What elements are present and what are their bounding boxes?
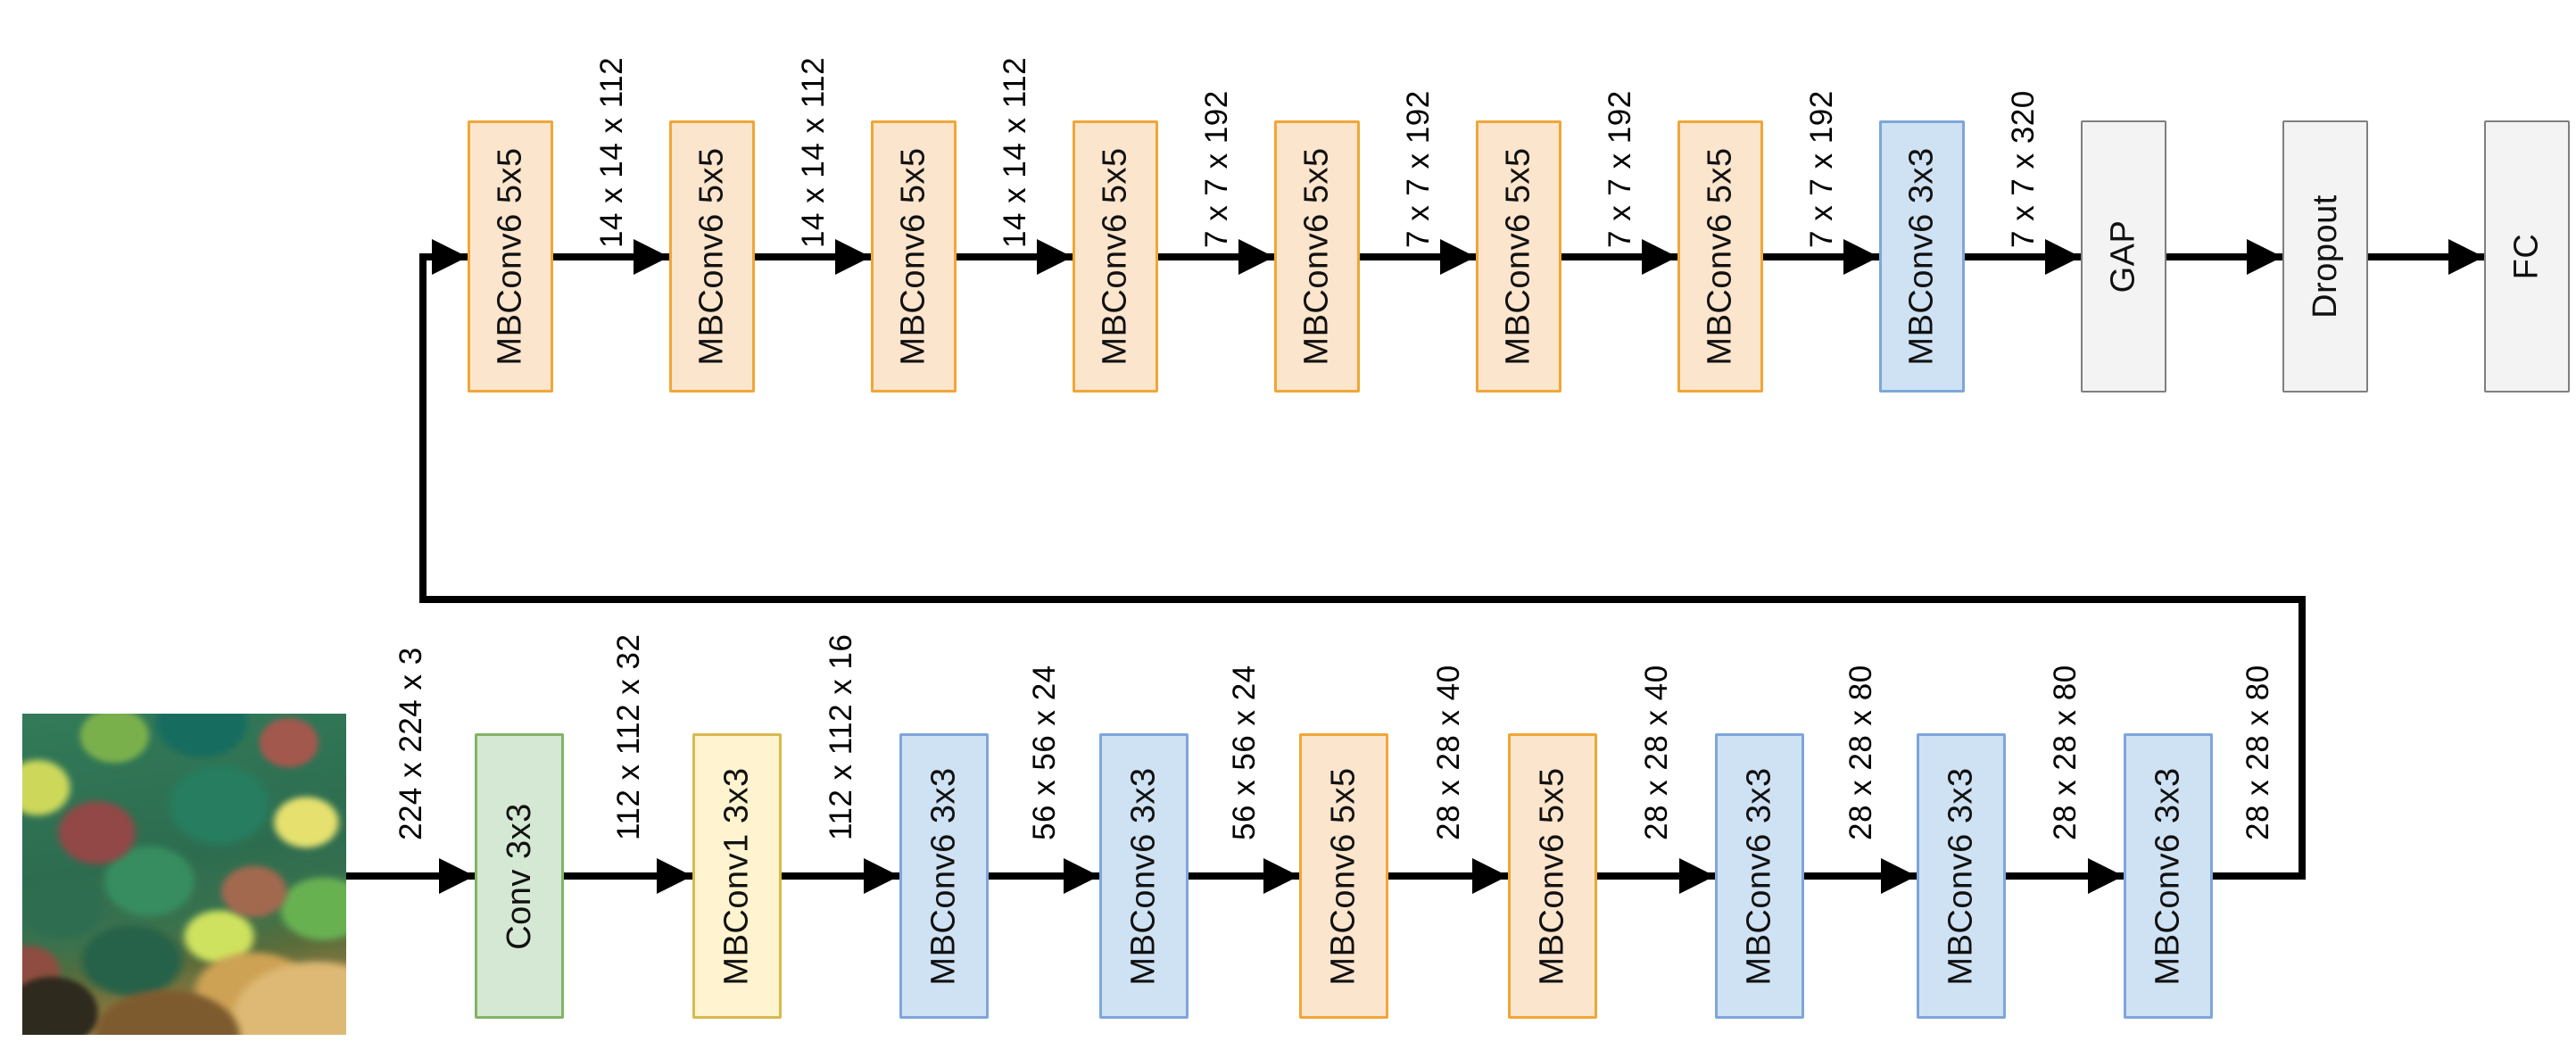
dim-label-112x112x16: 112 x 112 x 16 <box>824 633 858 840</box>
dim-label-28x28x80-a: 28 x 28 x 80 <box>1843 665 1878 840</box>
block-mbconv6-3x3-b2: MBConv6 3x3 <box>1099 733 1189 1019</box>
block-mbconv6-5x5-t4: MBConv6 5x5 <box>1073 120 1158 393</box>
block-gap: GAP <box>2081 120 2166 393</box>
dim-label-28x28x80-b: 28 x 28 x 80 <box>2048 665 2083 840</box>
dim-label-28x28x40-b: 28 x 28 x 40 <box>1639 665 1674 840</box>
dim-label-56x56x24-b: 56 x 56 x 24 <box>1227 665 1262 840</box>
block-label: MBConv6 5x5 <box>692 147 731 366</box>
input-image-texture <box>22 714 346 1035</box>
block-mbconv6-5x5-t6: MBConv6 5x5 <box>1476 120 1561 393</box>
block-label: MBConv6 3x3 <box>2149 766 2187 986</box>
block-label: MBConv6 5x5 <box>1096 147 1134 366</box>
block-label: MBConv6 5x5 <box>491 147 529 366</box>
dim-label-112x112x32: 112 x 112 x 32 <box>611 633 646 840</box>
dim-label-56x56x24-a: 56 x 56 x 24 <box>1027 665 1062 840</box>
block-label: MBConv6 5x5 <box>1324 766 1363 986</box>
block-label: MBConv6 5x5 <box>1297 147 1336 366</box>
block-mbconv6-5x5-b2: MBConv6 5x5 <box>1508 733 1597 1019</box>
dim-label-7x7x192-c: 7 x 7 x 192 <box>1603 90 1637 248</box>
block-label: MBConv6 5x5 <box>894 147 932 366</box>
block-label: Dropout <box>2306 194 2344 318</box>
dim-label-7x7x320: 7 x 7 x 320 <box>2006 90 2041 248</box>
block-conv3x3-stem: Conv 3x3 <box>475 733 564 1019</box>
block-mbconv6-5x5-t2: MBConv6 5x5 <box>669 120 755 393</box>
block-label: MBConv6 5x5 <box>1701 147 1739 366</box>
block-mbconv6-5x5-t1: MBConv6 5x5 <box>468 120 553 393</box>
dim-label-7x7x192-b: 7 x 7 x 192 <box>1401 90 1436 248</box>
block-mbconv6-3x3-b4: MBConv6 3x3 <box>1917 733 2006 1019</box>
dim-label-28x28x40-a: 28 x 28 x 40 <box>1431 665 1466 840</box>
block-label: Conv 3x3 <box>500 802 538 950</box>
dim-label-28x28x80-c: 28 x 28 x 80 <box>2241 665 2275 840</box>
block-dropout: Dropout <box>2282 120 2368 393</box>
block-label: MBConv6 3x3 <box>924 766 963 986</box>
block-mbconv6-5x5-b1: MBConv6 5x5 <box>1299 733 1388 1019</box>
block-label: MBConv6 3x3 <box>1902 147 1941 366</box>
block-label: MBConv6 5x5 <box>1499 147 1537 366</box>
block-label: MBConv6 5x5 <box>1533 766 1571 986</box>
input-image <box>22 714 346 1035</box>
dim-label-14x14x112-c: 14 x 14 x 112 <box>998 56 1032 248</box>
block-mbconv6-3x3-b5: MBConv6 3x3 <box>2124 733 2213 1019</box>
dim-label-14x14x112-b: 14 x 14 x 112 <box>796 56 831 248</box>
dim-label-7x7x192-d: 7 x 7 x 192 <box>1804 90 1839 248</box>
block-mbconv6-3x3-b3: MBConv6 3x3 <box>1715 733 1804 1019</box>
dim-label-14x14x112-a: 14 x 14 x 112 <box>594 56 629 248</box>
block-label: MBConv1 3x3 <box>717 766 756 986</box>
block-label: MBConv6 3x3 <box>1740 766 1778 986</box>
dim-label-7x7x192-a: 7 x 7 x 192 <box>1199 90 1234 248</box>
block-fc: FC <box>2484 120 2570 393</box>
block-mbconv6-5x5-t3: MBConv6 5x5 <box>871 120 957 393</box>
stage-connector <box>419 239 2306 880</box>
block-label: MBConv6 3x3 <box>1124 766 1163 986</box>
block-mbconv1-3x3: MBConv1 3x3 <box>692 733 782 1019</box>
dim-label-224x224x3: 224 x 224 x 3 <box>393 647 428 840</box>
block-mbconv6-5x5-t5: MBConv6 5x5 <box>1274 120 1360 393</box>
block-mbconv6-3x3-b1: MBConv6 3x3 <box>899 733 989 1019</box>
block-mbconv6-5x5-t7: MBConv6 5x5 <box>1677 120 1763 393</box>
block-label: FC <box>2507 233 2546 280</box>
block-mbconv6-3x3-t8: MBConv6 3x3 <box>1879 120 1965 393</box>
block-label: MBConv6 3x3 <box>1942 766 1980 986</box>
block-label: GAP <box>2104 219 2142 293</box>
